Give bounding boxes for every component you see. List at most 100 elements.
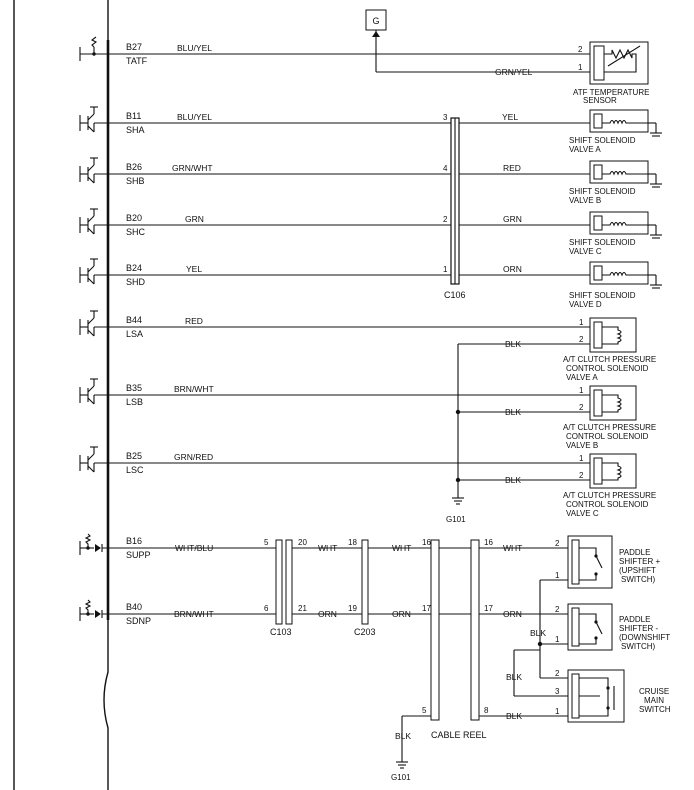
supp-wire: WHT/BLU 5 20 WHT 18 WHT 16 16 WHT — [122, 538, 568, 553]
signal-sdnp: SDNP — [126, 616, 151, 626]
g101-label-upper: G101 — [446, 515, 466, 524]
c106-pin-4: 4 — [443, 164, 448, 173]
ecm-transistor-icon-7 — [79, 446, 122, 473]
lsv-row-a: RED BLK 1 2 A/T CLUTCH PRESSURE CONTROL … — [122, 316, 656, 382]
paddle-upshift-switch: 2 1 PADDLE SHIFTER + (UPSHIFT SWITCH) — [555, 535, 660, 589]
c103-connector: C103 — [270, 539, 293, 637]
wire-wht-3-label: WHT — [503, 543, 522, 553]
wire-shb-label: GRN/WHT — [172, 163, 213, 173]
wire-orn-3-label: ORN — [503, 609, 522, 619]
wire-sha-label: BLU/YEL — [177, 112, 212, 122]
reel-pin-8: 8 — [484, 706, 489, 715]
ecm-resistor-icon — [79, 36, 122, 61]
ecm-transistor-icon-6 — [79, 378, 122, 405]
lsc-caption-1: A/T CLUTCH PRESSURE — [563, 491, 656, 500]
lsa-caption-1: A/T CLUTCH PRESSURE — [563, 355, 656, 364]
wire-yel-out-label: YEL — [502, 112, 518, 122]
pin-b16: B16 — [126, 536, 142, 546]
up-caption-1: PADDLE — [619, 548, 650, 557]
c106-pin-2: 2 — [443, 215, 448, 224]
c106-connector: C106 — [444, 117, 466, 300]
shift-solenoid-row-a: BLU/YEL 3 YEL SHIFT SOLENOID VALVE A — [122, 109, 662, 154]
wire-grn-out-label: GRN — [503, 214, 522, 224]
atf-pin-1: 1 — [578, 63, 583, 72]
blk-jumper-label-2: BLK — [506, 672, 522, 682]
lsa-caption-2: CONTROL SOLENOID — [566, 364, 649, 373]
switch-blk-jumpers: BLK BLK — [506, 579, 568, 697]
lsc-blk-label: BLK — [505, 475, 521, 485]
reel-ground-wire: 5 8 BLK BLK G101 — [391, 706, 568, 782]
lsv-row-c: GRN/RED BLK 1 2 A/T CLUTCH PRESSURE CONT… — [122, 452, 656, 518]
cr-pin-3: 3 — [555, 687, 560, 696]
pin-b26: B26 — [126, 162, 142, 172]
ecm-transistor-icon-3 — [79, 208, 122, 235]
wire-orn-2-label: ORN — [392, 609, 411, 619]
signal-lsb: LSB — [126, 397, 143, 407]
c203-connector: C203 — [354, 539, 376, 637]
c106-pin-1: 1 — [443, 265, 448, 274]
ecm-transistor-icon-1 — [79, 106, 122, 133]
wire-lsc-label: GRN/RED — [174, 452, 213, 462]
dn-caption-4: SWITCH) — [621, 642, 656, 651]
pin-b11: B11 — [126, 111, 141, 121]
c106-label: C106 — [444, 290, 466, 300]
c203-label: C203 — [354, 627, 376, 637]
cr-pin-1: 1 — [555, 707, 560, 716]
c203-pin-18: 18 — [348, 538, 357, 547]
wire-lsb-label: BRN/WHT — [174, 384, 214, 394]
reel-pin-5: 5 — [422, 706, 427, 715]
atf-connector — [593, 45, 605, 81]
wire-grn-yel-label: GRN/YEL — [495, 67, 533, 77]
signal-tatf: TATF — [126, 56, 148, 66]
dn-pin-2: 2 — [555, 605, 560, 614]
reel-pin-16-in: 16 — [422, 538, 431, 547]
cable-reel-label: CABLE REEL — [431, 730, 487, 740]
pin-b24: B24 — [126, 263, 142, 273]
dn-caption-1: PADDLE — [619, 615, 650, 624]
cr-caption-2: MAIN — [644, 696, 664, 705]
pin-b35: B35 — [126, 383, 142, 393]
ecm-block — [13, 0, 110, 790]
shift-a-caption-1: SHIFT SOLENOID — [569, 136, 636, 145]
ecm-diode-icon-2 — [79, 599, 122, 621]
atf-pin-2: 2 — [578, 45, 583, 54]
signal-shb: SHB — [126, 176, 145, 186]
wire-shd-label: YEL — [186, 264, 202, 274]
shift-solenoid-row-b: GRN/WHT 4 RED SHIFT SOLENOID VALVE B — [122, 160, 662, 205]
reel-pin-16-out: 16 — [484, 538, 493, 547]
lsa-pin-1: 1 — [579, 318, 584, 327]
ecm-transistor-icon-4 — [79, 258, 122, 285]
lsb-pin-1: 1 — [579, 386, 584, 395]
c106-pin-3: 3 — [443, 113, 448, 122]
signal-shc: SHC — [126, 227, 146, 237]
ecm-transistor-icon-5 — [79, 310, 122, 337]
lsa-pin-2: 2 — [579, 335, 584, 344]
lsa-caption-3: VALVE A — [566, 373, 598, 382]
wire-orn-out-label: ORN — [503, 264, 522, 274]
cr-pin-2: 2 — [555, 669, 560, 678]
up-caption-4: SWITCH) — [621, 575, 656, 584]
lsc-pin-1: 1 — [579, 454, 584, 463]
ecm-diode-icon-1 — [79, 533, 122, 555]
shift-d-caption-1: SHIFT SOLENOID — [569, 291, 636, 300]
c103-pin-5: 5 — [264, 538, 269, 547]
g101-label-lower: G101 — [391, 773, 411, 782]
signal-lsc: LSC — [126, 465, 144, 475]
lsb-caption-2: CONTROL SOLENOID — [566, 432, 649, 441]
cable-reel: CABLE REEL — [430, 539, 487, 740]
lsa-blk-label: BLK — [505, 339, 521, 349]
reel-blk-label: BLK — [506, 711, 522, 721]
cr-caption-3: SWITCH — [639, 705, 671, 714]
atf-caption-1: ATF TEMPERATURE — [573, 88, 649, 97]
pin-b40: B40 — [126, 602, 142, 612]
wire-shc-label: GRN — [185, 214, 204, 224]
atf-caption-2: SENSOR — [583, 96, 617, 105]
dn-caption-3: (DOWNSHIFT — [619, 633, 670, 642]
lsb-caption-1: A/T CLUTCH PRESSURE — [563, 423, 656, 432]
shift-d-caption-2: VALVE D — [569, 300, 602, 309]
lsb-blk-label: BLK — [505, 407, 521, 417]
lsc-caption-3: VALVE C — [566, 509, 599, 518]
cruise-main-switch: 2 3 1 CRUISE MAIN SWITCH — [555, 669, 671, 723]
signal-sha: SHA — [126, 125, 145, 135]
